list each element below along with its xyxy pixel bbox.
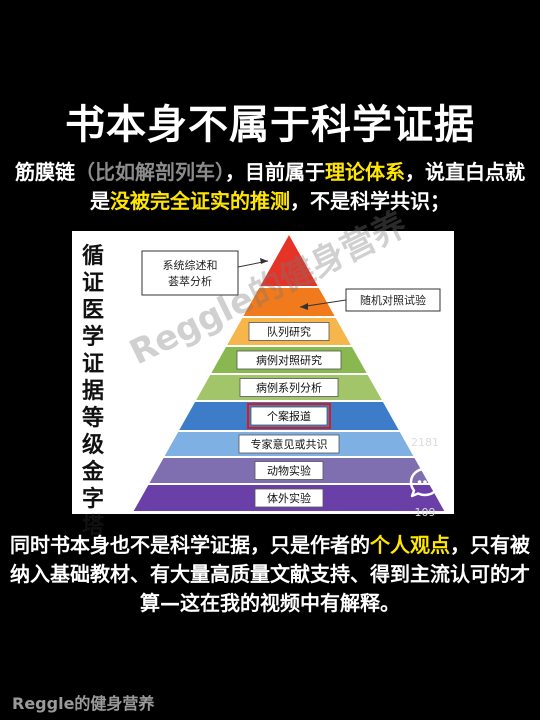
vertical-title-char: 据 xyxy=(81,379,104,404)
vertical-title-char: 塔 xyxy=(81,514,104,539)
vertical-title-char: 医 xyxy=(81,298,104,323)
text-segment: 同时书本身也不是科学证据，只是作者的 xyxy=(10,533,370,557)
text-segment: ，目前属于 xyxy=(225,160,325,184)
level-label-box xyxy=(250,406,328,426)
callout-top-box xyxy=(141,250,239,296)
level-label: 个案报道 xyxy=(267,409,311,423)
vertical-title-char: 证 xyxy=(81,352,104,377)
level-label-box xyxy=(239,378,339,397)
text-segment: ，不是科学共识； xyxy=(290,189,450,213)
highlight-text: 理论体系 xyxy=(325,160,405,184)
evidence-pyramid-image: 循证医学证据等级金字塔 队列研究病例对照研究病例系列分析个案报道专家意见或共识动… xyxy=(72,231,454,539)
level-label-box xyxy=(254,488,324,508)
vertical-title-char: 循 xyxy=(81,244,104,269)
callout-top-line1: 系统综述和 xyxy=(163,258,218,272)
author-watermark: Reggle的健身营养 xyxy=(12,694,155,713)
level-label-box xyxy=(236,350,342,370)
highlight-text: 个人观点 xyxy=(370,533,450,557)
level-label: 动物实验 xyxy=(267,464,311,478)
level-label-box xyxy=(254,461,324,480)
intro-paragraph: 筋膜链（比如解剖列车），目前属于理论体系，说直白点就是没被完全证实的推测，不是科… xyxy=(12,158,528,216)
level-label-box xyxy=(248,322,330,341)
level-label: 专家意见或共识 xyxy=(251,437,328,451)
comment-count: 109 xyxy=(414,506,436,519)
level-label-box xyxy=(238,434,340,454)
pyramid-vertical-title: 循证医学证据等级金字塔 xyxy=(80,243,106,540)
like-count: 2181 xyxy=(411,436,439,449)
text-segment: 筋膜链 xyxy=(15,160,75,184)
vertical-title-char: 等 xyxy=(81,406,104,431)
comment-bubble-icon[interactable] xyxy=(408,466,442,500)
like-heart-icon[interactable] xyxy=(408,396,442,430)
callout-rct-label: 随机对照试验 xyxy=(360,293,426,307)
vertical-title-char: 学 xyxy=(81,325,104,350)
vertical-title-char: 级 xyxy=(81,433,104,458)
level-label: 体外实验 xyxy=(267,491,311,505)
level-label: 病例对照研究 xyxy=(256,353,322,367)
closing-paragraph: 同时书本身也不是科学证据，只是作者的个人观点，只有被纳入基础教材、有大量高质量文… xyxy=(8,531,532,618)
highlight-frame xyxy=(247,403,331,429)
highlight-text: 没被完全证实的推测 xyxy=(110,189,290,213)
vertical-title-char: 金 xyxy=(81,460,104,485)
text-segment-aside: （比如解剖列车） xyxy=(75,160,225,184)
callout-top-line2: 荟萃分析 xyxy=(168,274,212,288)
level-label: 队列研究 xyxy=(267,325,311,339)
level-label: 病例系列分析 xyxy=(256,381,322,395)
vertical-title-char: 证 xyxy=(81,271,104,296)
page-title: 书本身不属于科学证据 xyxy=(65,102,475,148)
vertical-title-char: 字 xyxy=(81,487,104,512)
text-segment: ，只有被纳入基础教材、有大量高质量文献支持、得到主流认可的才算—这在我的视频中有… xyxy=(10,533,530,615)
text-segment: ，说直白点就是 xyxy=(90,160,525,213)
